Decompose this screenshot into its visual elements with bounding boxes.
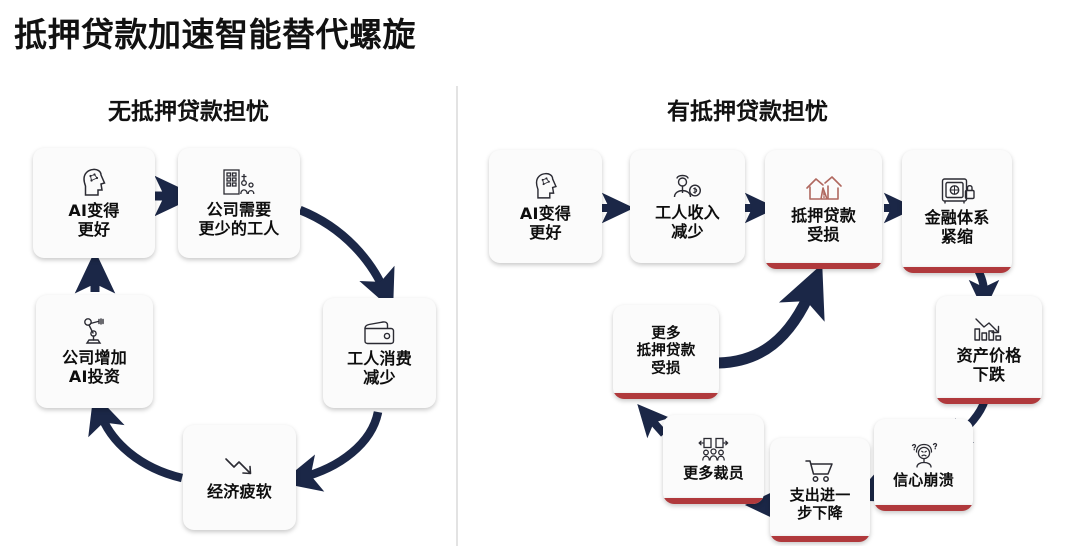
node-worker-spending-down[interactable]: 工人消费 减少 <box>323 298 436 408</box>
red-underline <box>902 267 1012 273</box>
falling-chart-icon <box>970 316 1008 344</box>
worker-income-icon <box>669 171 707 201</box>
node-weak-economy[interactable]: 经济疲软 <box>183 425 296 530</box>
node-asset-price-fall[interactable]: 资产价格 下跌 <box>936 296 1042 404</box>
node-label: 信心崩溃 <box>893 470 954 489</box>
node-financial-tightening[interactable]: 金融体系 紧缩 <box>902 150 1012 273</box>
node-fewer-workers[interactable]: 公司需要 更少的工人 <box>178 148 300 258</box>
node-confidence-collapse[interactable]: 信心崩溃 <box>874 419 973 511</box>
node-label: 抵押贷款 受损 <box>791 206 856 244</box>
ai-brain-head-icon <box>75 167 113 199</box>
broken-house-icon <box>803 174 845 204</box>
company-people-icon <box>219 168 259 198</box>
node-spending-down-further[interactable]: 支出进一 步下降 <box>770 438 870 542</box>
node-mortgage-damaged[interactable]: 抵押贷款 受损 <box>765 150 882 269</box>
node-label: 更多裁员 <box>683 464 744 483</box>
node-worker-income-down[interactable]: 工人收入 减少 <box>630 150 745 263</box>
node-label: 资产价格 下跌 <box>956 345 1022 384</box>
edge-l4-l5 <box>88 392 184 483</box>
edge-l2-l3 <box>298 206 395 311</box>
shopping-cart-icon <box>803 458 837 484</box>
section-title-right: 有抵押贷款担忧 <box>667 99 828 125</box>
down-trend-icon <box>220 454 260 480</box>
layoff-people-icon <box>695 436 733 462</box>
section-divider <box>456 86 458 546</box>
node-label: 工人收入 减少 <box>655 203 720 241</box>
node-more-layoffs[interactable]: 更多裁员 <box>663 415 764 504</box>
node-label: 更多 抵押贷款 受损 <box>636 326 696 377</box>
node-label: AI变得 更好 <box>68 200 120 239</box>
edge-r8-r9 <box>637 403 671 439</box>
node-label: 支出进一 步下降 <box>789 485 851 522</box>
red-underline <box>874 505 973 511</box>
wallet-icon <box>361 319 399 347</box>
red-underline <box>770 536 870 542</box>
red-underline <box>613 393 719 399</box>
edge-r4-r5 <box>968 268 1000 313</box>
section-title-left: 无抵押贷款担忧 <box>108 99 269 125</box>
worried-person-icon <box>906 441 942 469</box>
red-underline <box>765 263 882 269</box>
node-label: 公司需要 更少的工人 <box>198 199 280 238</box>
ai-brain-head-icon <box>528 171 564 202</box>
node-label: 金融体系 紧缩 <box>924 208 990 246</box>
red-underline <box>936 398 1042 404</box>
node-company-ai-invest[interactable]: 公司增加 AI投资 <box>36 295 153 408</box>
node-ai-better-left[interactable]: AI变得 更好 <box>33 148 155 258</box>
node-more-mortgage-damage[interactable]: 更多 抵押贷款 受损 <box>613 305 719 399</box>
node-label: 工人消费 减少 <box>347 348 412 387</box>
node-ai-better-right[interactable]: AI变得 更好 <box>489 150 602 263</box>
robot-arm-icon <box>77 316 113 346</box>
red-underline <box>663 498 764 504</box>
vault-lock-icon <box>938 176 976 206</box>
node-label: 经济疲软 <box>207 481 272 501</box>
node-label: 公司增加 AI投资 <box>62 348 127 386</box>
edge-r9-r3 <box>717 263 825 369</box>
node-label: AI变得 更好 <box>519 203 572 242</box>
page-title: 抵押贷款加速智能替代螺旋 <box>14 15 416 54</box>
edge-l3-l4 <box>280 410 383 492</box>
